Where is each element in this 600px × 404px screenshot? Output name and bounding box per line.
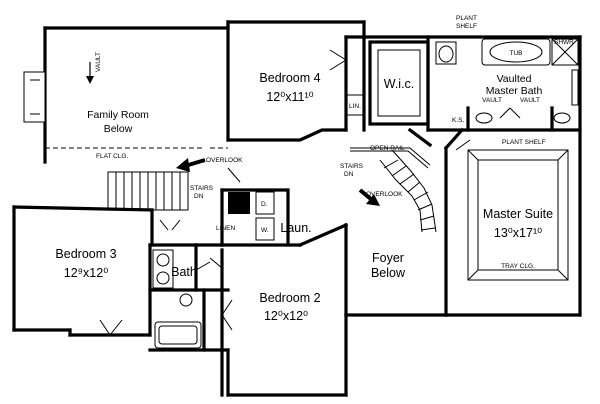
- flat-clg-label: FLAT CLG.: [96, 153, 128, 160]
- ks-label: K.S.: [452, 117, 464, 124]
- plant-shelf-mid: PLANT SHELF: [502, 139, 546, 146]
- vault-bath-2: VAULT: [520, 97, 540, 104]
- bedroom4-size: 12⁰x11¹⁰: [266, 90, 313, 104]
- tray-ceiling: [467, 149, 569, 281]
- vault-bath-1: VAULT: [482, 97, 502, 104]
- bedroom2-size: 12⁰x12⁰: [264, 309, 308, 323]
- lin-label: LIN.: [349, 103, 361, 110]
- master-suite-size: 13⁰x17¹⁰: [494, 226, 542, 240]
- master-bath-label-2: Master Bath: [486, 85, 543, 97]
- shwr-label: SHWR: [554, 39, 574, 46]
- bath-fixtures: [152, 38, 579, 349]
- stairs-family: [107, 171, 189, 211]
- tub-label: TUB: [510, 50, 523, 57]
- vault-arrow: [86, 62, 94, 84]
- fireplace-bump: [23, 71, 46, 123]
- bath-label: Bath: [171, 265, 197, 279]
- linen-label: LINEN: [216, 225, 235, 232]
- stairs-dn-label-2a: STAIRS: [340, 163, 364, 170]
- master-bath-label-1: Vaulted: [497, 73, 532, 85]
- doors: [99, 49, 521, 336]
- family-room-label-1: Family Room: [87, 109, 149, 121]
- interior-walls: [148, 20, 582, 397]
- tray-clg-label: TRAY CLG.: [501, 263, 535, 270]
- overlook-arrow-right: [358, 188, 380, 206]
- family-room-label-2: Below: [104, 123, 133, 135]
- vault-family-label: VAULT: [95, 52, 102, 72]
- exterior-walls: [12, 20, 582, 397]
- plant-shelf-top-a: PLANT: [456, 15, 477, 22]
- open-rail-label: OPEN RAIL: [370, 145, 405, 152]
- wic-label: W.i.c.: [384, 77, 415, 91]
- dryer-label: D.: [261, 201, 268, 208]
- overlook-arrow-left: [176, 158, 206, 172]
- bedroom4-name: Bedroom 4: [259, 71, 320, 85]
- stairs-foyer: [350, 147, 437, 233]
- washer-label: W.: [261, 227, 269, 234]
- bedroom3-name: Bedroom 3: [55, 247, 116, 261]
- stairs-dn-label-1a: STAIRS: [190, 185, 214, 192]
- bedroom2-name: Bedroom 2: [259, 291, 320, 305]
- master-suite-name: Master Suite: [483, 207, 553, 221]
- overlook-label-1: OVERLOOK: [206, 157, 243, 164]
- overlook-label-2: OVERLOOK: [366, 191, 403, 198]
- foyer-label-2: Below: [371, 266, 406, 280]
- plant-shelf-top-b: SHELF: [456, 23, 477, 30]
- laundry-label: Laun.: [280, 221, 311, 235]
- stairs-dn-label-2b: DN: [344, 171, 354, 178]
- foyer-label-1: Foyer: [372, 251, 404, 265]
- stairs-dn-label-1b: DN: [194, 193, 204, 200]
- bedroom3-size: 12⁹x12⁰: [64, 266, 108, 280]
